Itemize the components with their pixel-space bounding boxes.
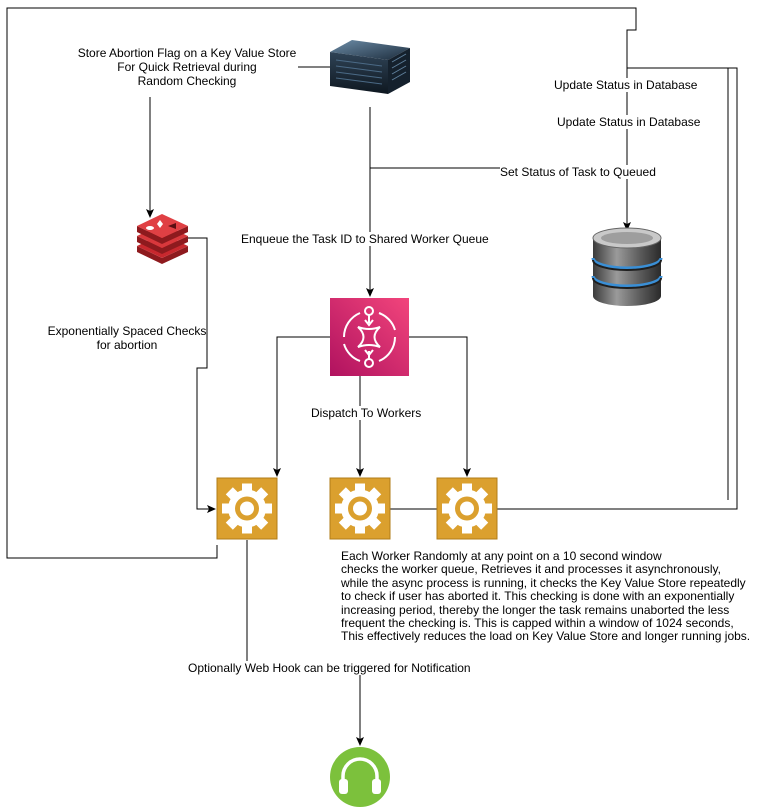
label-webhook: Optionally Web Hook can be triggered for… bbox=[188, 661, 471, 675]
worker-description-line: frequent the checking is. This is capped… bbox=[341, 616, 734, 631]
label-update-status-2: Update Status in Database bbox=[557, 115, 701, 129]
label-store-flag-line: Store Abortion Flag on a Key Value Store bbox=[77, 46, 297, 60]
label-update-status-1: Update Status in Database bbox=[554, 78, 698, 92]
server-icon bbox=[330, 40, 410, 94]
worker-gear-icon bbox=[436, 477, 498, 540]
worker-description-line: checks the worker queue, Retrieves it an… bbox=[341, 562, 721, 577]
headphones-icon bbox=[330, 747, 390, 807]
queue-icon bbox=[330, 298, 409, 376]
worker-gear-icon bbox=[216, 477, 278, 540]
worker-description-line: Each Worker Randomly at any point on a 1… bbox=[341, 549, 662, 563]
connector-worker1-to-db bbox=[6, 7, 637, 559]
connector-queue-to-worker1 bbox=[273, 336, 330, 477]
database-icon bbox=[591, 227, 663, 306]
label-set-queued: Set Status of Task to Queued bbox=[500, 165, 656, 179]
worker-description-line: to check if user has aborted it. This ch… bbox=[341, 589, 735, 604]
worker-description: Each Worker Randomly at any point on a 1… bbox=[341, 549, 751, 644]
label-store-flag-line: Random Checking bbox=[137, 74, 237, 88]
redis-icon bbox=[137, 214, 188, 264]
connector-queue-to-worker3 bbox=[409, 336, 471, 477]
worker-gear-icon bbox=[329, 477, 391, 540]
connector-redis-to-worker1 bbox=[188, 237, 216, 513]
label-dispatch: Dispatch To Workers bbox=[311, 406, 422, 420]
label-exp-checks-line: Exponentially Spaced Checks bbox=[47, 324, 207, 338]
worker-description-line: while the async process is running, it c… bbox=[341, 575, 746, 590]
worker-description-line: This effectively reduces the load on Key… bbox=[341, 629, 751, 644]
label-store-flag-line: For Quick Retrieval during bbox=[117, 60, 257, 74]
worker-description-line: increasing period, thereby the longer th… bbox=[341, 602, 730, 617]
label-exp-checks: Exponentially Spaced Checks for abortion bbox=[46, 324, 208, 352]
label-exp-checks-line: for abortion bbox=[96, 338, 158, 352]
connector-worker3-to-db bbox=[497, 67, 738, 510]
label-store-flag: Store Abortion Flag on a Key Value Store… bbox=[76, 46, 298, 88]
label-enqueue: Enqueue the Task ID to Shared Worker Que… bbox=[241, 232, 489, 246]
